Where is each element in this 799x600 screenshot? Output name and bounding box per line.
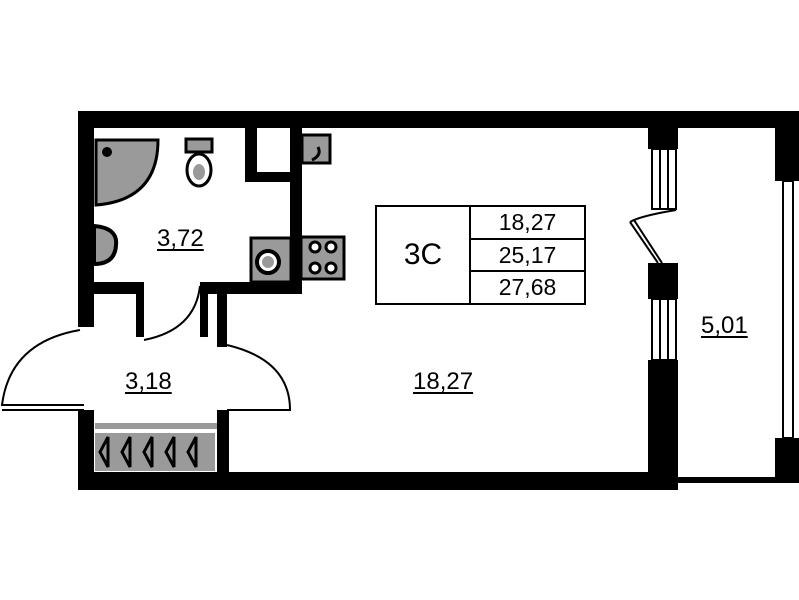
hallway-area-label: 3,18 xyxy=(125,368,172,395)
wall-bath-bottom-right xyxy=(200,282,300,294)
total-area-value: 25,17 xyxy=(471,240,584,273)
balcony-wall-bottom xyxy=(775,438,799,483)
wall-hall-right-lower xyxy=(217,410,229,490)
wall-top xyxy=(78,111,798,128)
entrance-door-swing xyxy=(0,329,84,406)
balcony-area-label: 5,01 xyxy=(701,312,748,339)
sink-icon xyxy=(92,223,119,267)
living-area-value: 18,27 xyxy=(471,207,584,240)
wardrobe-icon xyxy=(95,420,217,472)
window-lower xyxy=(651,298,677,361)
shower-icon xyxy=(94,138,160,207)
balcony-door xyxy=(629,209,677,264)
niche-bottom xyxy=(245,172,295,182)
wall-left xyxy=(78,111,94,327)
walls xyxy=(78,111,799,490)
windows xyxy=(651,148,798,482)
wall-bath-right xyxy=(290,111,302,294)
window-balcony xyxy=(782,180,794,439)
wall-right-top xyxy=(648,111,678,149)
bathroom-area-label: 3,72 xyxy=(157,225,204,252)
wall-wardrobe-left xyxy=(78,410,94,490)
toilet-icon xyxy=(184,137,214,188)
wall-hall-post-mid xyxy=(200,282,208,337)
apartment-summary-table: 3C 18,27 25,17 27,68 xyxy=(375,205,586,305)
niche-left xyxy=(245,128,257,180)
total-area-with-balcony-value: 27,68 xyxy=(498,274,557,301)
wall-hall-right xyxy=(217,282,227,347)
living-room-area-label: 18,27 xyxy=(413,368,474,395)
wall-right-bottom xyxy=(648,360,678,490)
area-values: 18,27 25,17 27,68 xyxy=(471,207,584,303)
apartment-type: 3C xyxy=(377,207,471,303)
wall-right-mid xyxy=(648,263,678,299)
kitchen-sink-icon xyxy=(300,133,332,165)
bathroom-door-swing xyxy=(143,285,201,341)
wall-hall-post-left xyxy=(136,282,144,337)
stove-icon xyxy=(299,235,346,281)
wall-bottom xyxy=(78,472,678,490)
washer-icon xyxy=(249,236,293,284)
balcony-wall-top xyxy=(775,111,799,181)
window-upper xyxy=(651,148,677,210)
doors xyxy=(0,285,292,411)
living-door-swing xyxy=(226,344,292,411)
wall-bath-bottom-left xyxy=(78,282,140,294)
